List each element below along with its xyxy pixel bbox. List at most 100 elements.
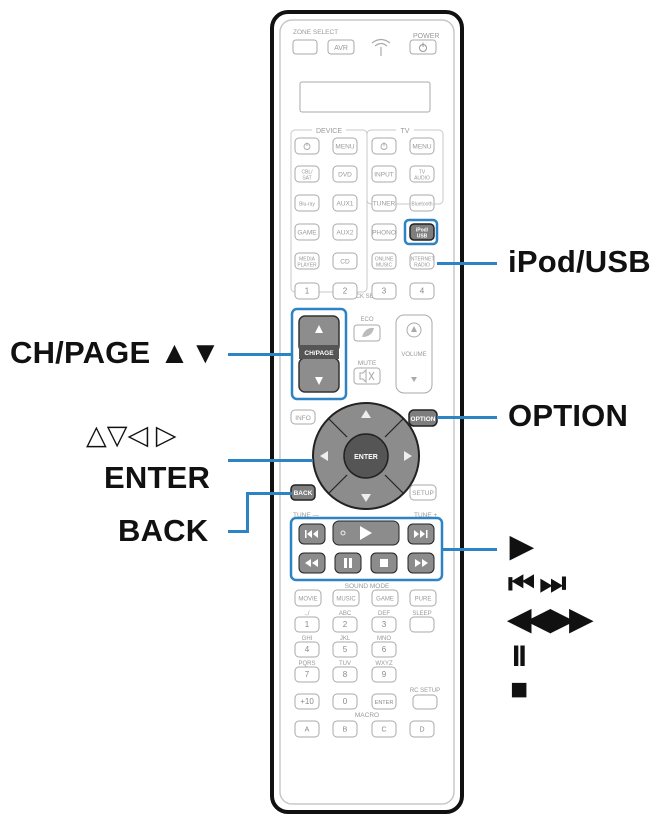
source-button-tuner-label: TUNER — [373, 201, 396, 208]
keypad-7[interactable] — [294, 666, 320, 683]
keypad-0[interactable] — [332, 693, 358, 710]
mute-button[interactable] — [353, 367, 381, 385]
info-button[interactable] — [290, 409, 316, 425]
keypad--10[interactable] — [294, 693, 320, 710]
source-button-game-label: GAME — [297, 230, 317, 237]
keypad-8[interactable] — [332, 666, 358, 683]
source-button-ipod-usb-label: USB — [417, 234, 428, 240]
callout-ch-page: CH/PAGE ▲▼ — [10, 335, 221, 370]
quick-select-label: QUICK SELECT — [345, 294, 389, 300]
source-button-aux2[interactable] — [332, 223, 358, 241]
dpad-up-icon[interactable] — [361, 410, 371, 418]
volume-down-icon — [411, 377, 417, 382]
source-button-phono[interactable] — [371, 223, 397, 241]
remote-inner-edge — [279, 19, 455, 805]
rc-setup-button[interactable] — [412, 694, 438, 710]
quick-select-4-label: 4 — [420, 287, 425, 296]
sound-mode-pure[interactable] — [409, 589, 437, 607]
source-button-tuner[interactable] — [371, 194, 397, 212]
leader-back-h2 — [246, 492, 292, 495]
keypad-letters-label: ABC — [339, 611, 352, 617]
source-button-media-player-label: PLAYER — [297, 263, 317, 269]
volume-rocker[interactable] — [395, 314, 433, 394]
source-button-media-player[interactable] — [294, 252, 320, 270]
callout-pause: II — [512, 640, 527, 673]
keypad-8-label: 8 — [343, 670, 348, 679]
source-button-media-player-label: MEDIA — [299, 257, 316, 263]
sound-mode-game[interactable] — [371, 589, 399, 607]
keypad-4-label: 4 — [305, 645, 310, 654]
dpad-left-icon[interactable] — [320, 451, 328, 461]
dpad-right-icon[interactable] — [404, 451, 412, 461]
source-button-dvd[interactable] — [332, 165, 358, 183]
source-button-online-music[interactable] — [371, 252, 397, 270]
dpad-down-icon[interactable] — [361, 494, 371, 502]
macro-label: MACRO — [355, 712, 379, 719]
source-button-bluetooth-label: Bluetooth — [411, 202, 432, 208]
callout-option: OPTION — [508, 398, 629, 433]
enter-button[interactable] — [343, 433, 389, 479]
avr-button[interactable] — [327, 39, 355, 55]
ipod-usb-highlight — [403, 218, 439, 246]
source-button-bluetooth[interactable] — [409, 194, 435, 212]
source-button-tv-audio[interactable] — [409, 165, 435, 183]
source-button-cd[interactable] — [332, 252, 358, 270]
quick-select-3[interactable] — [371, 282, 397, 300]
macro-a[interactable] — [294, 720, 320, 738]
quick-select-2[interactable] — [332, 282, 358, 300]
keypad-5[interactable] — [332, 641, 358, 658]
ch-page-label: CH/PAGE — [304, 350, 334, 357]
quick-select-4[interactable] — [409, 282, 435, 300]
quick-select-1[interactable] — [294, 282, 320, 300]
quick-select-1-label: 1 — [305, 287, 310, 296]
setup-button[interactable] — [409, 484, 437, 501]
sound-mode-music-label: MUSIC — [336, 597, 356, 603]
keypad-letters-label: GHI — [302, 636, 313, 642]
keypad-5-label: 5 — [343, 645, 348, 654]
keypad-enter[interactable] — [371, 693, 397, 710]
callout-back: BACK — [118, 513, 209, 548]
source-button-blu-ray[interactable] — [294, 194, 320, 212]
macro-c[interactable] — [371, 720, 397, 738]
source-button-internet-radio[interactable] — [409, 252, 435, 270]
macro-b-label: B — [343, 727, 348, 734]
keypad-2[interactable] — [332, 616, 358, 633]
keypad-9-label: 9 — [382, 670, 387, 679]
ch-page-down-button[interactable] — [298, 357, 340, 393]
ch-page-up-icon — [315, 325, 323, 333]
source-button-aux1-label: AUX1 — [337, 201, 354, 208]
source-button-ipod-usb[interactable] — [409, 223, 435, 241]
pause-icon — [344, 558, 352, 568]
keypad-9[interactable] — [371, 666, 397, 683]
source-button-aux1[interactable] — [332, 194, 358, 212]
source-button-menu-label: MENU — [335, 144, 354, 151]
source-button-menu[interactable] — [332, 137, 358, 155]
keypad-1[interactable] — [294, 616, 320, 633]
sound-mode-music[interactable] — [332, 589, 360, 607]
back-button-label: BACK — [294, 490, 313, 497]
source-button-game[interactable] — [294, 223, 320, 241]
keypad--10-label: +10 — [300, 697, 314, 706]
pause-button[interactable] — [334, 552, 362, 574]
source-button-tv-audio-label: TV — [419, 170, 426, 176]
eco-leaf-icon — [362, 327, 374, 337]
macro-d[interactable] — [409, 720, 435, 738]
keypad-letters-label: TUV — [339, 661, 351, 667]
macro-b[interactable] — [332, 720, 358, 738]
source-button-input[interactable] — [371, 165, 397, 183]
sound-mode-movie[interactable] — [294, 589, 322, 607]
quick-select-2-label: 2 — [343, 287, 348, 296]
keypad-4[interactable] — [294, 641, 320, 658]
callout-skip: ⏮ ⏭ — [508, 567, 566, 600]
keypad-3[interactable] — [371, 616, 397, 633]
source-button-cbl-sat[interactable] — [294, 165, 320, 183]
source-button-tv-audio-label: AUDIO — [414, 176, 430, 182]
sound-mode-game-label: GAME — [376, 597, 394, 603]
sound-mode-pure-label: PURE — [415, 597, 432, 603]
sleep-button[interactable] — [409, 616, 435, 633]
keypad-6[interactable] — [371, 641, 397, 658]
zone-select-button[interactable] — [292, 39, 318, 55]
source-button-menu[interactable] — [409, 137, 435, 155]
